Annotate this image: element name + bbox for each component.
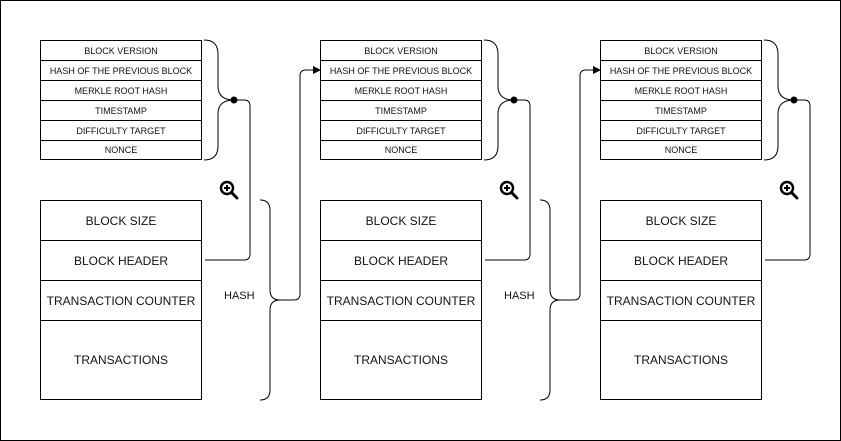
- header-field-nonce: NONCE: [104, 145, 138, 155]
- header-field-previous-hash: HASH OF THE PREVIOUS BLOCK: [41, 61, 201, 81]
- block-field-tx-counter: TRANSACTION COUNTER: [601, 281, 761, 321]
- header-field-block-version: BLOCK VERSION: [601, 41, 761, 61]
- header-field-block-version: BLOCK VERSION: [41, 41, 201, 61]
- block-field-header: BLOCK HEADER: [41, 241, 201, 281]
- header-field-previous-hash: HASH OF THE PREVIOUS BLOCK: [321, 61, 481, 81]
- header-field-block-version: BLOCK VERSION: [321, 41, 481, 61]
- header-field-timestamp: TIMESTAMP: [41, 101, 201, 121]
- block-2-body-table: BLOCK SIZE BLOCK HEADER TRANSACTION COUN…: [320, 200, 482, 400]
- block-3-header-table: BLOCK VERSION HASH OF THE PREVIOUS BLOCK…: [600, 40, 762, 160]
- header-field-previous-hash: HASH OF THE PREVIOUS BLOCK: [601, 61, 761, 81]
- block-field-tx-counter: TRANSACTION COUNTER: [321, 281, 481, 321]
- header-field-merkle-root: MERKLE ROOT HASH: [321, 81, 481, 101]
- block-field-size: BLOCK SIZE: [321, 201, 481, 241]
- block-field-size: BLOCK SIZE: [41, 201, 201, 241]
- junction-dot-1: [230, 96, 238, 104]
- header-field-merkle-root: MERKLE ROOT HASH: [601, 81, 761, 101]
- junction-dot-3: [790, 96, 798, 104]
- body-brace-1: [259, 199, 281, 401]
- header-link-3: [765, 99, 811, 261]
- header-field-difficulty: DIFFICULTY TARGET: [601, 121, 761, 141]
- hash-label-2: HASH: [504, 290, 535, 302]
- block-field-header: BLOCK HEADER: [601, 241, 761, 281]
- header-brace-3: [763, 39, 795, 161]
- header-link-1: [205, 99, 251, 261]
- hash-label-1: HASH: [224, 290, 255, 302]
- header-field-nonce: NONCE: [664, 145, 698, 155]
- header-brace-2: [483, 39, 515, 161]
- zoom-in-icon[interactable]: [779, 180, 799, 200]
- block-field-header: BLOCK HEADER: [321, 241, 481, 281]
- zoom-in-icon[interactable]: [219, 180, 239, 200]
- header-field-nonce: NONCE: [384, 145, 418, 155]
- header-field-timestamp: TIMESTAMP: [321, 101, 481, 121]
- body-brace-2: [539, 199, 561, 401]
- hash-arrow-2: [560, 66, 601, 301]
- block-field-size: BLOCK SIZE: [601, 201, 761, 241]
- header-field-timestamp: TIMESTAMP: [601, 101, 761, 121]
- header-brace-1: [203, 39, 235, 161]
- hash-arrow-1: [280, 66, 321, 301]
- header-field-difficulty: DIFFICULTY TARGET: [41, 121, 201, 141]
- block-2-header-table: BLOCK VERSION HASH OF THE PREVIOUS BLOCK…: [320, 40, 482, 160]
- block-1-header-table: BLOCK VERSION HASH OF THE PREVIOUS BLOCK…: [40, 40, 202, 160]
- header-field-difficulty: DIFFICULTY TARGET: [321, 121, 481, 141]
- block-field-transactions: TRANSACTIONS: [633, 353, 728, 367]
- junction-dot-2: [510, 96, 518, 104]
- header-link-2: [485, 99, 531, 261]
- block-3-body-table: BLOCK SIZE BLOCK HEADER TRANSACTION COUN…: [600, 200, 762, 400]
- block-field-tx-counter: TRANSACTION COUNTER: [41, 281, 201, 321]
- header-field-merkle-root: MERKLE ROOT HASH: [41, 81, 201, 101]
- block-1-body-table: BLOCK SIZE BLOCK HEADER TRANSACTION COUN…: [40, 200, 202, 400]
- block-field-transactions: TRANSACTIONS: [353, 353, 448, 367]
- zoom-in-icon[interactable]: [499, 180, 519, 200]
- block-field-transactions: TRANSACTIONS: [73, 353, 168, 367]
